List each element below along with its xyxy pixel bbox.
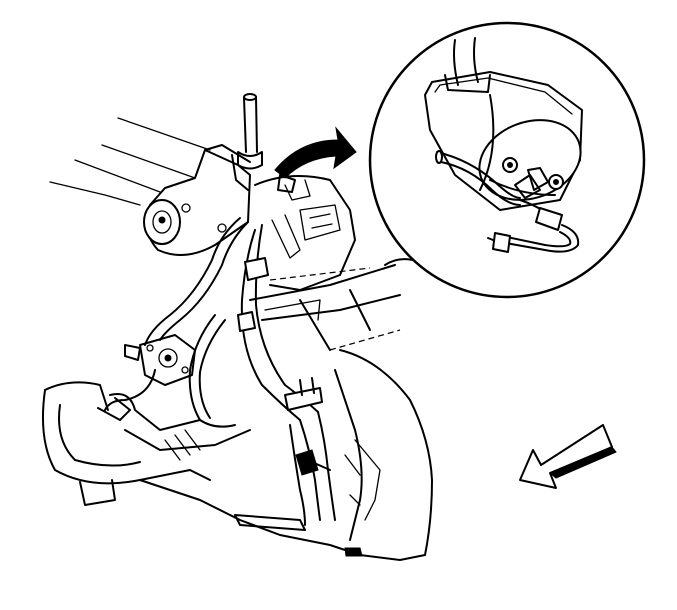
frame-side — [334, 349, 433, 561]
lower-frame — [41, 381, 363, 557]
direction-arrow — [519, 424, 617, 489]
rotation-arrow — [274, 126, 357, 179]
body-bracket — [254, 174, 356, 291]
frame-rail — [249, 258, 421, 351]
steering-gear — [104, 334, 196, 411]
hose-clamp — [237, 257, 331, 476]
pump-reservoir-detail — [368, 21, 646, 299]
engine-outline-lines — [49, 117, 211, 206]
steering-pump — [143, 93, 263, 256]
